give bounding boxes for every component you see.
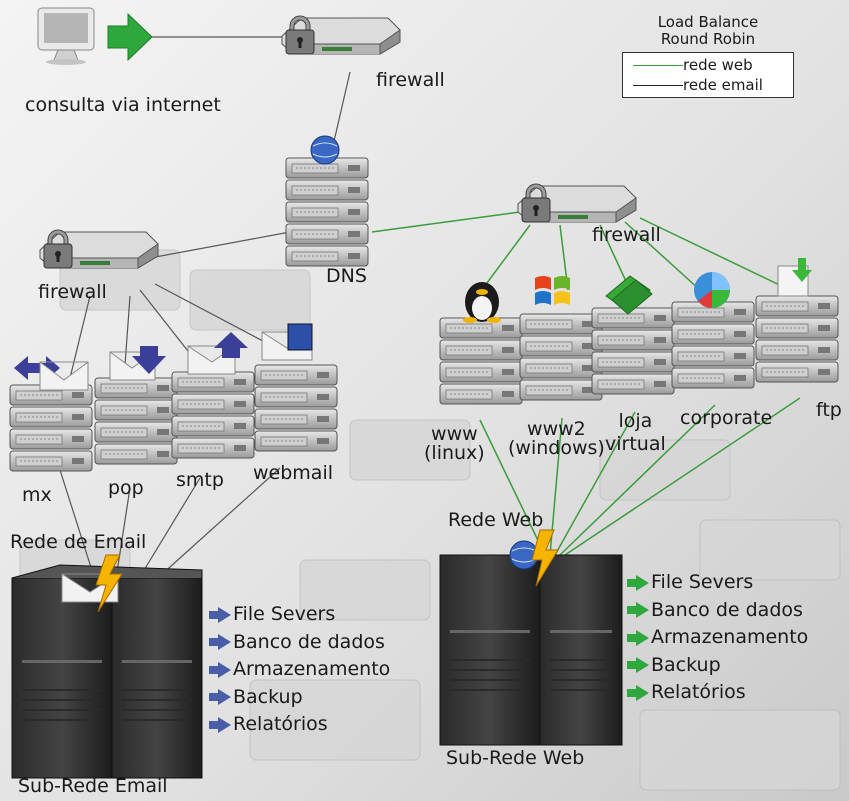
email-subnet-title: Sub-Rede Email xyxy=(18,775,168,797)
money-icon xyxy=(605,275,653,315)
arrow-right-icon xyxy=(209,661,231,678)
www-linux-server-icon xyxy=(440,318,522,404)
arrow-right-icon xyxy=(209,716,231,733)
arrow-right-icon xyxy=(209,689,231,705)
list-item: Banco de dados xyxy=(206,629,390,657)
loja-virtual-server-icon xyxy=(592,308,674,394)
webmail-label: webmail xyxy=(253,462,333,484)
corporate-server-icon xyxy=(672,302,754,388)
legend-box: rede web rede email xyxy=(622,52,794,98)
legend: Load Balance Round Robin rede web rede e… xyxy=(608,14,808,98)
list-item: File Severs xyxy=(206,601,390,629)
list-item: File Severs xyxy=(624,569,808,597)
globe-icon xyxy=(310,135,340,165)
computer-icon xyxy=(37,7,95,65)
arrow-right-icon xyxy=(627,684,649,701)
mx-server-icon xyxy=(10,385,92,471)
ftp-server-icon xyxy=(756,296,838,382)
firewall-web-icon xyxy=(517,183,637,223)
pie-chart-icon xyxy=(694,272,730,308)
rede-web-label: Rede Web xyxy=(448,509,544,531)
list-item: Backup xyxy=(624,652,808,680)
arrow-right-icon xyxy=(627,602,649,618)
down-arrow-icon xyxy=(132,346,166,374)
ftp-label: ftp xyxy=(816,399,842,421)
firewall-top-icon xyxy=(281,15,401,55)
pop-label: pop xyxy=(108,477,144,499)
arrow-right-icon xyxy=(209,634,231,650)
client-label: consulta via internet xyxy=(25,94,221,116)
email-subnet-list: File Severs Banco de dados Armazenamento… xyxy=(206,601,390,739)
www2-windows-server-icon xyxy=(520,314,602,400)
lightning-icon xyxy=(531,529,559,587)
firewall-email-icon xyxy=(39,229,159,269)
firewall-email-label: firewall xyxy=(38,281,107,303)
arrow-right-icon xyxy=(627,657,649,673)
pop-server-icon xyxy=(95,378,177,464)
list-item: Relatórios xyxy=(624,679,808,707)
legend-title-line1: Load Balance xyxy=(657,13,759,31)
firewall-web-label: firewall xyxy=(592,224,661,246)
legend-title-line2: Round Robin xyxy=(660,30,756,48)
legend-web-swatch xyxy=(633,65,683,66)
dns-label: DNS xyxy=(326,265,367,287)
internet-arrow-icon xyxy=(107,12,153,62)
webmail-server-icon xyxy=(255,365,337,451)
up-arrow-icon xyxy=(214,332,248,358)
legend-email-row: rede email xyxy=(633,76,763,94)
ftp-download-icon xyxy=(777,258,812,297)
windows-logo-icon xyxy=(535,276,570,305)
list-item: Armazenamento xyxy=(624,624,808,652)
web-subnet-title: Sub-Rede Web xyxy=(446,747,585,769)
arrow-right-icon xyxy=(627,574,649,591)
smtp-label: smtp xyxy=(176,469,224,491)
list-item: Backup xyxy=(206,684,390,712)
firewall-top-label: firewall xyxy=(376,69,445,91)
webmail-monitor-icon xyxy=(287,323,313,351)
www-linux-label: www(linux) xyxy=(424,423,485,464)
envelope-icon xyxy=(39,361,89,391)
list-item: Armazenamento xyxy=(206,656,390,684)
lightning-icon xyxy=(95,554,123,613)
legend-email-swatch xyxy=(633,85,683,86)
rede-email-label: Rede de Email xyxy=(10,531,147,553)
list-item: Relatórios xyxy=(206,711,390,739)
mx-label: mx xyxy=(22,484,52,506)
corporate-label: corporate xyxy=(680,407,773,429)
www2-windows-label: www2(windows) xyxy=(508,418,605,459)
list-item: Banco de dados xyxy=(624,597,808,625)
smtp-server-icon xyxy=(172,372,254,458)
legend-web-row: rede web xyxy=(633,56,753,74)
web-subnet-list: File Severs Banco de dados Armazenamento… xyxy=(624,569,808,707)
web-subnet-server-icon xyxy=(439,554,623,746)
dns-server-icon xyxy=(285,158,369,267)
linux-penguin-icon xyxy=(463,282,501,323)
arrow-right-icon xyxy=(209,606,231,623)
arrow-right-icon xyxy=(627,629,649,646)
